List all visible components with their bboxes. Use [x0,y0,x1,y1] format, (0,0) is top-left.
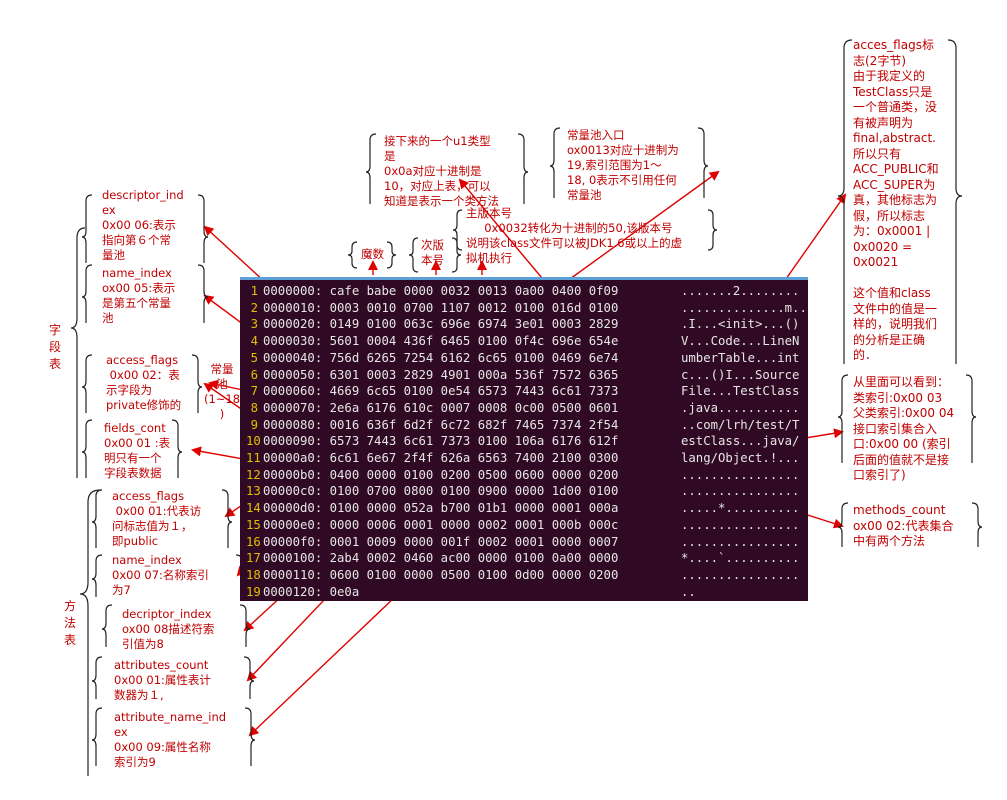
ascii-text: *....`.......... [681,551,800,566]
ascii-text: lang/Object.!... [681,451,800,465]
label-access-flags-class: acces_flags标 志(2字节) 由于我定义的 TestClass只是 一… [853,38,939,362]
line-number: 8 [250,400,258,415]
line-number: 7 [250,384,258,399]
ascii-text: File...TestClass [681,384,800,399]
line-number: 15 [246,517,261,532]
hex-bytes: 0000120: 0e0a [263,584,360,599]
ascii-text: ................ [681,567,800,582]
ascii-text: .....*.......... [681,501,800,516]
ascii-text: ..............m.. [681,300,807,315]
label-field-table: 字 段 表 [48,323,61,371]
hex-bytes: 00000b0: 0400 0000 0100 0200 0500 0600 0… [263,467,619,482]
line-number: 14 [246,501,261,516]
line-number: 1 [250,284,258,298]
line-number: 9 [250,417,258,432]
label-field-access: access_flags 0x00 02：表 示字段为 private修饰的 [106,353,182,412]
label-field-descriptor: descriptor_ind ex 0x00 06:表示 指向第６个常 量池 [102,188,184,262]
ascii-text: ................ [681,534,800,549]
line-number: 2 [250,300,258,315]
line-number: 19 [246,584,261,599]
line-number: 6 [250,367,258,382]
line-number: 13 [246,484,261,499]
hex-bytes: 0000090: 6573 7443 6c61 7373 0100 106a 6… [263,434,619,449]
hex-bytes: 0000000: cafe babe 0000 0032 0013 0a00 0… [263,284,619,298]
ascii-text: .. [681,584,696,599]
ascii-text: .......2........ [681,284,800,298]
hex-bytes: 0000060: 4669 6c65 0100 0e54 6573 7443 6… [263,384,619,399]
hex-bytes: 00000e0: 0000 0006 0001 0000 0002 0001 0… [263,517,619,532]
label-u1-type: 接下来的一个u1类型 是 0x0a对应十进制是 10，对应上表，可以 知道是表示… [384,134,499,208]
ascii-text: .java........... [681,400,800,415]
label-class-index: 从里面可以看到： 类索引:0x00 03 父类索引:0x00 04 接口索引集合… [853,375,955,482]
label-method-access: access_flags 0x00 01:代表访 问标志值为１， 即public [112,489,202,548]
ascii-text: estClass...java/ [681,434,800,449]
hex-bytes: 00000d0: 0100 0000 052a b700 01b1 0000 0… [263,501,619,516]
hex-bytes: 0000070: 2e6a 6176 610c 0007 0008 0c00 0… [263,400,619,415]
label-method-attr-name: attribute_name_ind ex 0x00 09:属性名称 索引为9 [114,710,227,769]
label-constant-pool-entry: 常量池入口 ox0013对应十进制为 19,索引范围为1～ 18, 0表示不引用… [567,128,679,202]
label-method-attr-count: attributes_count 0x00 01:属性表计 数器为１, [114,658,211,702]
hex-bytes: 0000080: 0016 636f 6d2f 6c72 682f 7465 7… [263,417,619,432]
hex-bytes: 0000010: 0003 0010 0700 1107 0012 0100 0… [263,300,619,315]
label-minor-version: 次版 本号 [421,238,444,267]
label-fields-count: fields_cont 0x00 01 :表 明只有一个 字段表数据 [104,421,171,480]
label-methods-count: methods_count ox00 02:代表集合 中有两个方法 [853,503,954,548]
hex-bytes: 0000040: 756d 6265 7254 6162 6c65 0100 0… [263,350,619,365]
line-number: 18 [246,567,261,582]
line-number: 10 [246,434,261,449]
label-method-name: name_index 0x00 07:名称索引 为7 [112,553,209,597]
line-number: 11 [246,451,261,465]
hex-bytes: 00000f0: 0001 0009 0000 001f 0002 0001 0… [263,534,619,549]
label-field-name: name_index ox00 05:表示 是第五个常量 池 [102,266,176,325]
hex-bytes: 0000020: 0149 0100 063c 696e 6974 3e01 0… [263,317,619,332]
ascii-text: ................ [681,484,800,499]
label-magic: 魔数 [361,247,384,261]
ascii-text: V...Code...LineN [681,334,800,349]
line-number: 17 [246,551,261,566]
line-number: 3 [250,317,258,332]
hex-bytes: 0000110: 0600 0100 0000 0500 0100 0d00 0… [263,567,619,582]
arrow-u1 [458,178,558,297]
label-method-table: 方 法 表 [63,599,76,647]
line-number: 4 [250,334,258,349]
hex-bytes: 0000030: 5601 0004 436f 6465 0100 0f4c 6… [263,334,619,349]
ascii-text: ................ [681,517,800,532]
label-method-descriptor: decriptor_index ox00 08描述符索 引值为8 [122,607,215,651]
ascii-text: ..com/lrh/test/T [681,417,800,432]
arrow-cpool [544,170,720,298]
label-major-version: 主版本号 0x0032转化为十进制的50,该版本号 说明该class文件可以被J… [466,206,683,265]
line-number: 16 [246,534,261,549]
ascii-text: c...()I...Source [681,367,800,382]
line-number: 12 [246,467,261,482]
line-number: 5 [250,350,258,365]
ascii-text: umberTable...int [681,350,800,365]
ascii-text: .I...<init>...() [681,317,800,332]
hex-bytes: 00000a0: 6c61 6e67 2f4f 626a 6563 7400 2… [263,451,619,465]
hex-bytes: 0000050: 6301 0003 2829 4901 000a 536f 7… [263,367,619,382]
label-constant-pool-side: 常量 池 (1~18 ) [203,362,241,421]
hex-bytes: 0000100: 2ab4 0002 0460 ac00 0000 0100 0… [263,551,619,566]
hexdump-terminal: 1 0000000: cafe babe 0000 0032 0013 0a00 … [240,277,808,601]
ascii-text: ................ [681,467,800,482]
hex-bytes: 00000c0: 0100 0700 0800 0100 0900 0000 1… [263,484,619,499]
